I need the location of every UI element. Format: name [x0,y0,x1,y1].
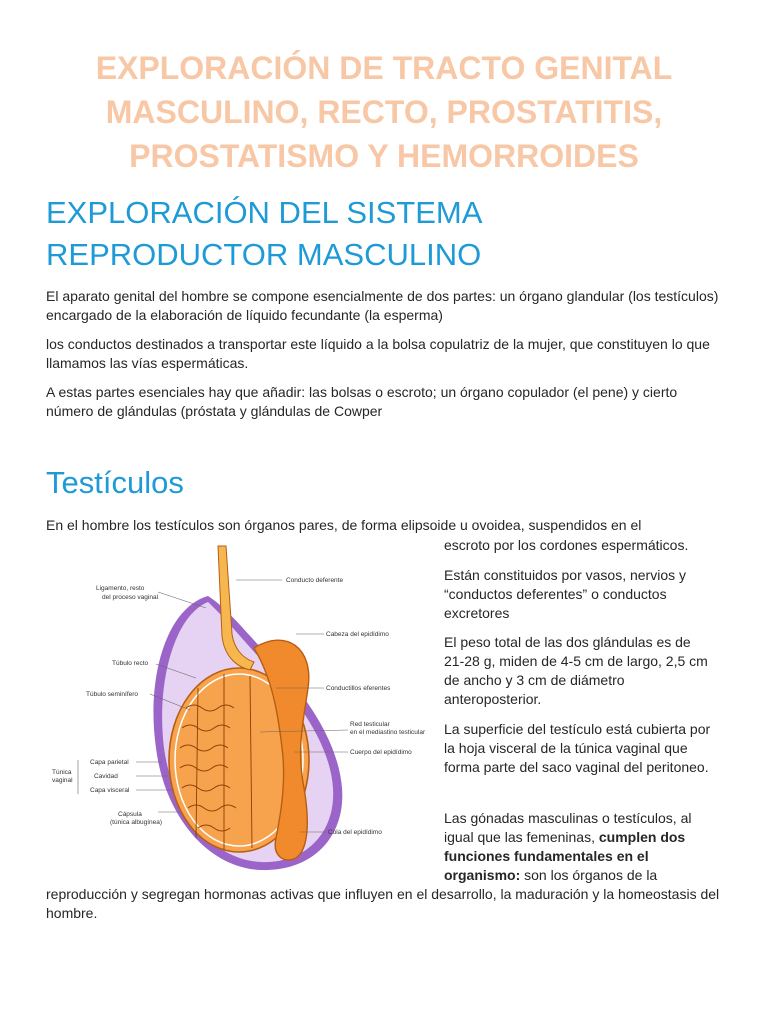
label-capa-visceral: Capa visceral [90,787,130,794]
section-heading-line-2: REPRODUCTOR MASCULINO [46,237,482,272]
label-conducto-deferente: Conducto deferente [286,577,343,584]
ductus-deferens [217,545,255,671]
section-heading-sistema: EXPLORACIÓN DEL SISTEMA REPRODUCTOR MASC… [46,192,646,276]
paragraph-final: reproducción y segregan hormonas activas… [46,886,720,921]
label-conductillos: Conductillos eferentes [326,685,391,692]
paragraph-intro-line-2: escroto por los cordones espermáticos. [444,537,689,553]
paragraph-intro-line-1: En el hombre los testículos son órganos … [46,517,642,533]
label-capsula-line2: (túnica albugínea) [110,819,162,826]
label-leader-lines [77,579,349,833]
label-red-line1: Red testicular [350,721,391,728]
label-tunica-line2: vaginal [52,777,73,784]
gonadas-text-bold: cumplen dos funciones fundamentales en e… [444,829,686,883]
label-cola-epididimo: Cola del epidídimo [328,829,382,836]
gonadas-text-end: son los órganos de la [520,867,658,883]
label-tubulo-seminifero: Túbulo seminífero [86,691,138,698]
paragraph-superficie: La superficie del testículo está cubiert… [444,721,711,775]
section-heading-testiculos: Testículos [46,465,184,500]
label-red-line2: en el mediastino testicular [350,729,426,736]
label-ligamento-line2: del proceso vaginal [102,594,159,601]
paragraph-partes: A estas partes esenciales hay que añadir… [46,384,678,419]
label-cuerpo-epididimo: Cuerpo del epidídimo [350,749,412,756]
testicle-illustration: Conducto deferente Ligamento, resto del … [52,545,426,871]
paragraph-gonadas: Las gónadas masculinas o testículos, al … [444,809,712,885]
document-title: EXPLORACIÓN DE TRACTO GENITAL MASCULINO,… [40,46,728,178]
tunica-albuginea [174,673,304,847]
label-ligamento-line1: Ligamento, resto [96,585,145,592]
paragraph-vasos: Están constituidos por vasos, nervios y … [444,567,687,621]
paragraph-aparato: El aparato genital del hombre se compone… [46,288,719,323]
paragraph-peso: El peso total de las dos glándulas es de… [444,634,708,707]
gonadas-text-start: Las gónadas masculinas o testículos, al … [444,810,692,845]
title-line-2: MASCULINO, RECTO, PROSTATITIS, [105,94,663,130]
label-cabeza-epididimo: Cabeza del epidídimo [326,631,389,638]
seminiferous-tubules [179,674,253,850]
testicle-anatomy-figure: Conducto deferente Ligamento, resto del … [46,538,436,886]
label-capa-parietal: Capa parietal [90,759,129,766]
label-cavidad: Cavidad [94,773,118,780]
title-line-3: PROSTATISMO Y HEMORROIDES [129,138,639,174]
label-tubulo-recto: Túbulo recto [112,660,149,667]
paragraph-conductos: los conductos destinados a transportar e… [46,336,710,371]
label-capsula-line1: Cápsula [118,811,142,818]
title-line-1: EXPLORACIÓN DE TRACTO GENITAL [95,50,673,86]
testis-body [168,667,310,853]
label-tunica-line1: Túnica [52,769,72,776]
section-heading-line-1: EXPLORACIÓN DEL SISTEMA [46,195,483,230]
